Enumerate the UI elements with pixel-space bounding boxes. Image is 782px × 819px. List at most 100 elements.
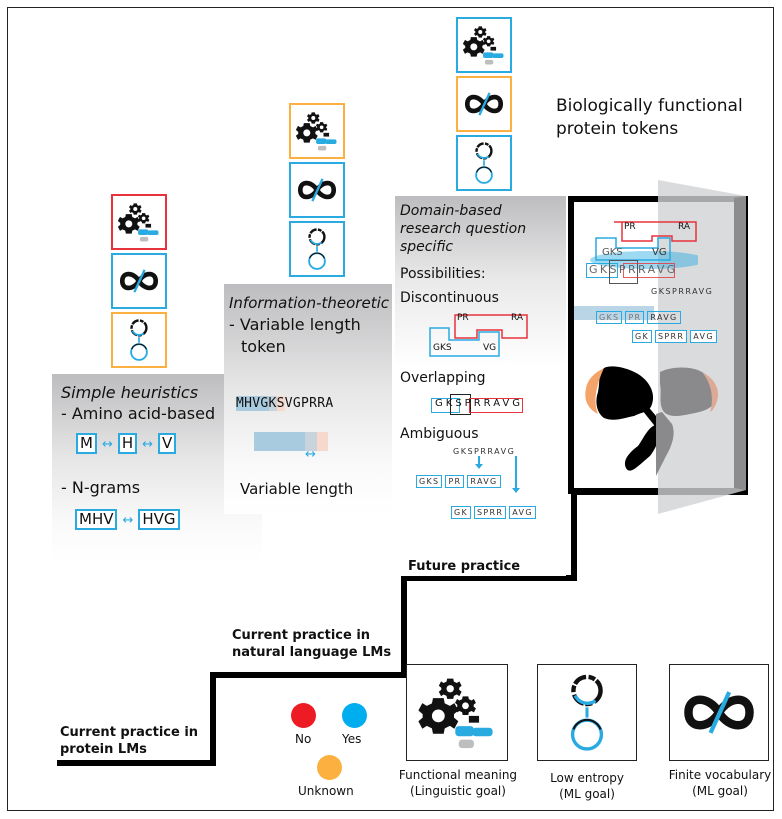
token: PR: [445, 475, 465, 488]
legend-dot-unknown: [317, 755, 342, 780]
stage-label-natural-language: Current practice in natural language LMs: [232, 627, 391, 661]
book-token-ra: RA: [678, 222, 691, 232]
double-arrow-icon: ↔: [305, 447, 316, 462]
infinity-crossed-icon: [670, 665, 768, 760]
criterion-functional-meaning-unknown: [289, 103, 345, 159]
figure-frame: [7, 7, 774, 811]
label-line: Current practice in: [60, 725, 199, 740]
token: MHV: [75, 509, 118, 530]
seq-part-peach: S: [276, 396, 285, 411]
label-line: (ML goal): [559, 787, 615, 801]
double-arrow-icon: ↔: [101, 437, 113, 452]
overlapping-label: Overlapping: [400, 370, 486, 386]
token: SPRR: [474, 506, 507, 519]
low-entropy-icon: [474, 142, 494, 185]
legend-dot-no: [291, 703, 316, 728]
low-entropy-icon: [538, 665, 636, 760]
goal-label-finite-vocabulary: Finite vocabulary (ML goal): [662, 767, 778, 799]
token: AVG: [690, 330, 717, 343]
goal-functional-meaning: [406, 664, 508, 761]
token: HVG: [138, 509, 180, 530]
ambiguous-label: Ambiguous: [400, 426, 479, 442]
double-arrow-icon: ↔: [122, 513, 134, 528]
red-token-box: [623, 263, 675, 278]
open-door: [658, 180, 746, 514]
token: M: [76, 433, 97, 454]
label-line: (Linguistic goal): [410, 784, 506, 798]
panel-heading: Information-theoretic: [229, 294, 389, 312]
gears-speech-icon: [291, 105, 343, 157]
token: GKS: [416, 475, 443, 488]
red-token-box: [469, 398, 523, 413]
blue-token-gks: GKS: [433, 343, 452, 353]
legend-label-no: No: [295, 732, 312, 746]
criterion-finite-vocabulary-unknown: [456, 76, 512, 132]
label-line: Low entropy: [550, 771, 624, 785]
token: GK: [632, 330, 653, 343]
overlap-sequence: GKSPRRAVG: [435, 398, 523, 409]
length-bar-peach: [317, 432, 328, 451]
goal-finite-vocabulary: [669, 664, 769, 761]
label-line: Current practice in: [232, 628, 371, 643]
protein-structure-icon: [585, 366, 718, 476]
blue-token-box: [586, 263, 618, 278]
low-entropy-icon: [307, 228, 327, 271]
amino-acid-tokens: M↔H↔V: [76, 433, 177, 454]
title-line-2: protein tokens: [556, 119, 679, 139]
goal-low-entropy: [537, 664, 637, 761]
token: V: [158, 433, 177, 454]
arrow-down-short: [478, 456, 480, 466]
blue-token-box: [431, 398, 460, 413]
label-line: (ML goal): [692, 784, 748, 798]
heading-line: specific: [400, 239, 454, 255]
overlap-box: [450, 394, 471, 415]
legend-dot-yes: [342, 703, 367, 728]
book-token-gks: GKS: [602, 247, 623, 258]
variable-length-label: - Variable length: [229, 315, 361, 334]
token: AVG: [509, 506, 536, 519]
token: PR: [625, 311, 645, 324]
criterion-functional-meaning-yes: [456, 17, 512, 73]
book-token-vg: VG: [652, 247, 667, 258]
book-overlapping: GKSPRRAVG: [586, 260, 675, 284]
title-line-1: Biologically functional: [556, 96, 743, 116]
gears-speech-icon: [407, 665, 507, 760]
overlap-box: [609, 260, 638, 284]
red-token-pr: PR: [457, 313, 469, 323]
possibilities-label: Possibilities:: [400, 266, 486, 282]
criterion-low-entropy-yes: [289, 221, 345, 277]
discontinuous-label: Discontinuous: [400, 290, 499, 306]
stage-label-future-practice: Future practice: [408, 559, 521, 574]
length-bar-gray: [305, 432, 317, 451]
token: GKS: [596, 311, 623, 324]
seq-part-rest: VGPRRA: [284, 396, 334, 411]
ngrams-label: - N-grams: [61, 478, 141, 497]
seq-part-blue: MHVG: [236, 396, 269, 411]
gears-speech-icon: [113, 196, 165, 248]
infinity-crossed-icon: [113, 255, 165, 307]
goal-label-functional-meaning: Functional meaning (Linguistic goal): [395, 767, 521, 799]
token: SPRR: [655, 330, 688, 343]
criterion-low-entropy-unknown: [111, 312, 167, 368]
infinity-crossed-icon: [458, 78, 510, 130]
variable-length-label-2: token: [241, 337, 286, 356]
criterion-functional-meaning-no: [111, 194, 167, 250]
criterion-finite-vocabulary-yes: [289, 162, 345, 218]
arrow-down-long: [515, 456, 517, 490]
label-line: protein LMs: [60, 742, 147, 757]
ambiguous-sequence: GKSPRRAVG: [453, 447, 516, 456]
panel-heading: Domain-based research question specific: [400, 202, 526, 256]
discontinuous-diagram: [429, 314, 528, 357]
criterion-finite-vocabulary-yes: [111, 253, 167, 309]
length-bar-blue: [254, 432, 305, 451]
label-line: natural language LMs: [232, 645, 392, 660]
panel-heading: Simple heuristics: [61, 383, 199, 402]
book-ambiguous-sequence: GKSPRRAVG: [651, 287, 714, 296]
heading-line: Domain-based: [400, 203, 502, 219]
heading-line: research question: [400, 221, 527, 237]
token: H: [117, 433, 138, 454]
arrow-head-icon: [512, 488, 520, 493]
